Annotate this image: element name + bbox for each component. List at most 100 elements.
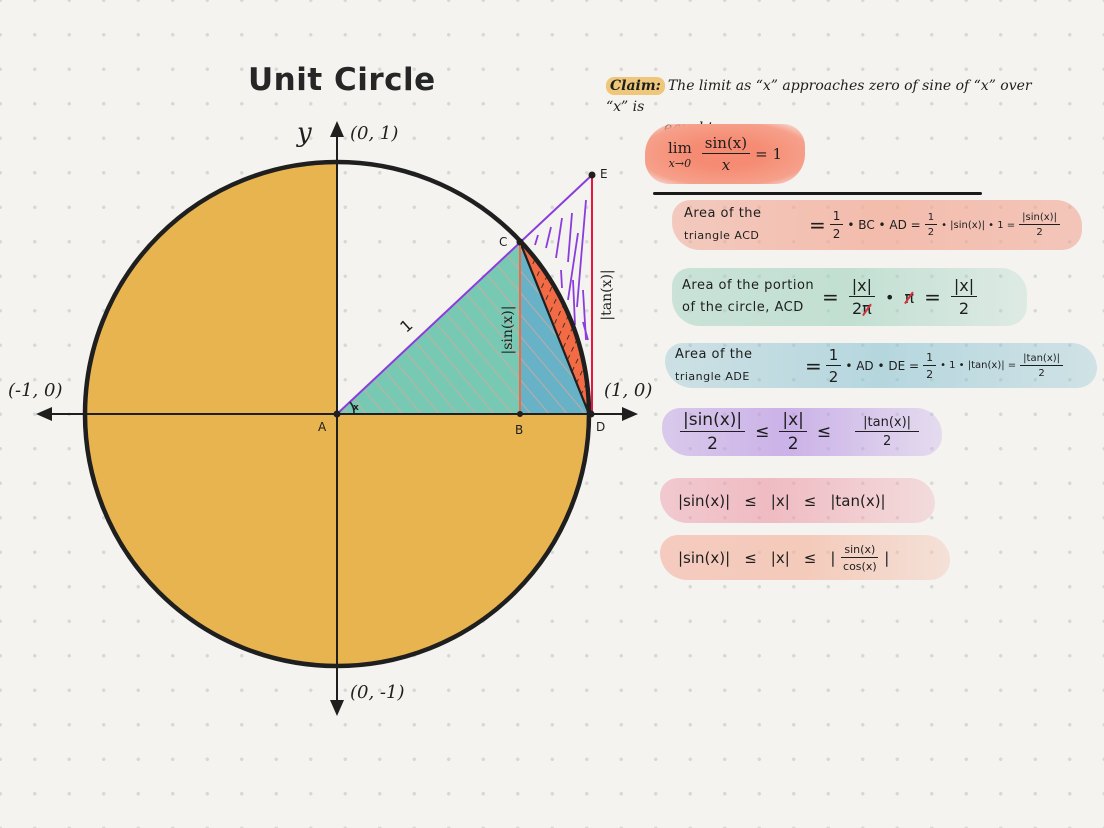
- x-axis-arrow-left-icon: [36, 407, 52, 421]
- circular-segment-cd: [518, 241, 591, 415]
- step1-expr2: • |sin(x)| • 1 =: [941, 219, 1016, 231]
- frac-num: |tan(x)|: [855, 415, 920, 432]
- point-a-label: A: [318, 420, 327, 434]
- step1-label-line2: triangle ACD: [684, 229, 760, 242]
- limit-formula: lim x→0 sin(x) x = 1: [645, 124, 805, 184]
- limit-denominator: x: [721, 156, 731, 174]
- ineq1-expression: |sin(x)|2 ≤ |x|2 ≤ |tan(x)|2: [662, 410, 920, 454]
- frac-den: 2: [927, 227, 935, 238]
- den-two: 2: [851, 299, 863, 318]
- y-axis-label: y: [297, 118, 312, 148]
- frac-num: |sin(x)|: [680, 410, 746, 432]
- tan-label: |tan(x)|: [599, 269, 615, 320]
- step2-label-line2: of the circle, ACD: [682, 300, 804, 315]
- point-b-marker: [517, 411, 523, 417]
- ineq2-le2: ≤: [803, 491, 817, 510]
- step1-label-line1: Area of the: [684, 206, 762, 221]
- frac-den: 2: [787, 434, 799, 454]
- hypotenuse-ae: [336, 174, 593, 415]
- frac-den: cos(x): [843, 559, 877, 573]
- angle-label: x: [353, 403, 359, 413]
- inequality-halves: |sin(x)|2 ≤ |x|2 ≤ |tan(x)|2: [662, 408, 942, 456]
- coord-label-top: (0, 1): [350, 123, 399, 144]
- step1-result: |sin(x)| 2: [1019, 212, 1060, 238]
- ineq3-sin-over-cos: sin(x)cos(x): [841, 543, 879, 573]
- angle-arc: [349, 401, 355, 415]
- ineq3-le2: ≤: [803, 548, 817, 567]
- step2-equals: =: [822, 285, 839, 309]
- limit-lim-text: lim: [667, 138, 692, 157]
- cancelled-pi-2: π: [904, 287, 915, 307]
- diagram-title: Unit Circle: [248, 62, 436, 98]
- frac-den: 2: [832, 227, 841, 241]
- frac-den: 2: [828, 367, 839, 386]
- ineq1-le1: ≤: [755, 422, 770, 442]
- frac-num: |x|: [950, 276, 978, 297]
- step2-equation: = |x| 2π • π = |x|2: [822, 276, 978, 318]
- coord-label-bottom: (0, -1): [350, 682, 405, 703]
- frac-num: 1: [829, 209, 844, 225]
- step3-label-line1: Area of the: [675, 346, 753, 362]
- step3-label-line2: triangle ADE: [675, 369, 750, 383]
- abs-bar-close: |: [884, 548, 890, 567]
- coord-label-left: (-1, 0): [8, 380, 63, 401]
- frac-den: 2π: [852, 297, 872, 318]
- step2-fraction: |x| 2π: [848, 276, 876, 318]
- coord-label-right: (1, 0): [604, 380, 653, 401]
- step3-label: Area of the triangle ADE: [665, 344, 805, 388]
- frac-num: 1: [923, 351, 937, 366]
- point-e-marker: [588, 171, 596, 179]
- frac-num: |sin(x)|: [1019, 212, 1060, 225]
- claim-text-line1: The limit as “x” approaches zero of sine…: [606, 78, 1032, 115]
- y-axis-arrow-up-icon: [330, 121, 344, 137]
- claim-tag: Claim:: [606, 77, 665, 95]
- abs-bar-open: |: [830, 548, 836, 567]
- step2-result: |x|2: [950, 276, 978, 318]
- step1-expr1: • BC • AD =: [847, 218, 921, 232]
- ineq1-sin-half: |sin(x)|2: [680, 410, 746, 454]
- points: [333, 171, 596, 418]
- ineq2-x: |x|: [770, 491, 790, 510]
- step3-expr1: • AD • DE =: [845, 358, 920, 373]
- frac-num: |x|: [848, 276, 876, 297]
- ineq2-tan: |tan(x)|: [830, 491, 886, 510]
- step-area-circle-portion-acd: Area of the portion of the circle, ACD =…: [672, 268, 1027, 326]
- frac-num: 1: [924, 212, 938, 225]
- step3-equals: =: [805, 353, 822, 378]
- point-b-label: B: [515, 423, 524, 437]
- frac-den: 2: [1038, 367, 1045, 379]
- step2-equals-2: =: [924, 285, 941, 309]
- frac-num: |x|: [779, 410, 807, 432]
- tangent-region-hatching: [534, 199, 589, 341]
- radius-label: 1: [396, 315, 416, 336]
- point-c-marker: [516, 238, 524, 246]
- limit-fraction: sin(x) x: [701, 134, 751, 174]
- ineq2-expression: |sin(x)| ≤ |x| ≤ |tan(x)|: [660, 492, 886, 510]
- frac-den: 2: [882, 434, 892, 449]
- step2-dot: •: [885, 287, 895, 307]
- step2-label-line1: Area of the portion: [682, 278, 815, 293]
- ineq2-le1: ≤: [744, 491, 757, 510]
- ineq1-le2: ≤: [816, 422, 832, 442]
- step3-result: |tan(x)|2: [1020, 353, 1064, 379]
- point-d-marker: [587, 410, 595, 418]
- point-a-marker: [333, 410, 341, 418]
- ineq3-le1: ≤: [744, 548, 757, 567]
- step3-expr2: • 1 • |tan(x)| =: [940, 360, 1017, 371]
- sin-label: |sin(x)|: [500, 306, 516, 355]
- limit-subscript: x→0: [668, 156, 692, 170]
- ineq1-tan-half: |tan(x)| 2: [855, 415, 920, 449]
- point-d-label: D: [596, 420, 606, 434]
- frac-den: 2: [707, 434, 718, 454]
- frac-num: |tan(x)|: [1020, 353, 1064, 366]
- frac-den: 2: [1036, 227, 1043, 238]
- cancelled-pi: π: [862, 299, 872, 318]
